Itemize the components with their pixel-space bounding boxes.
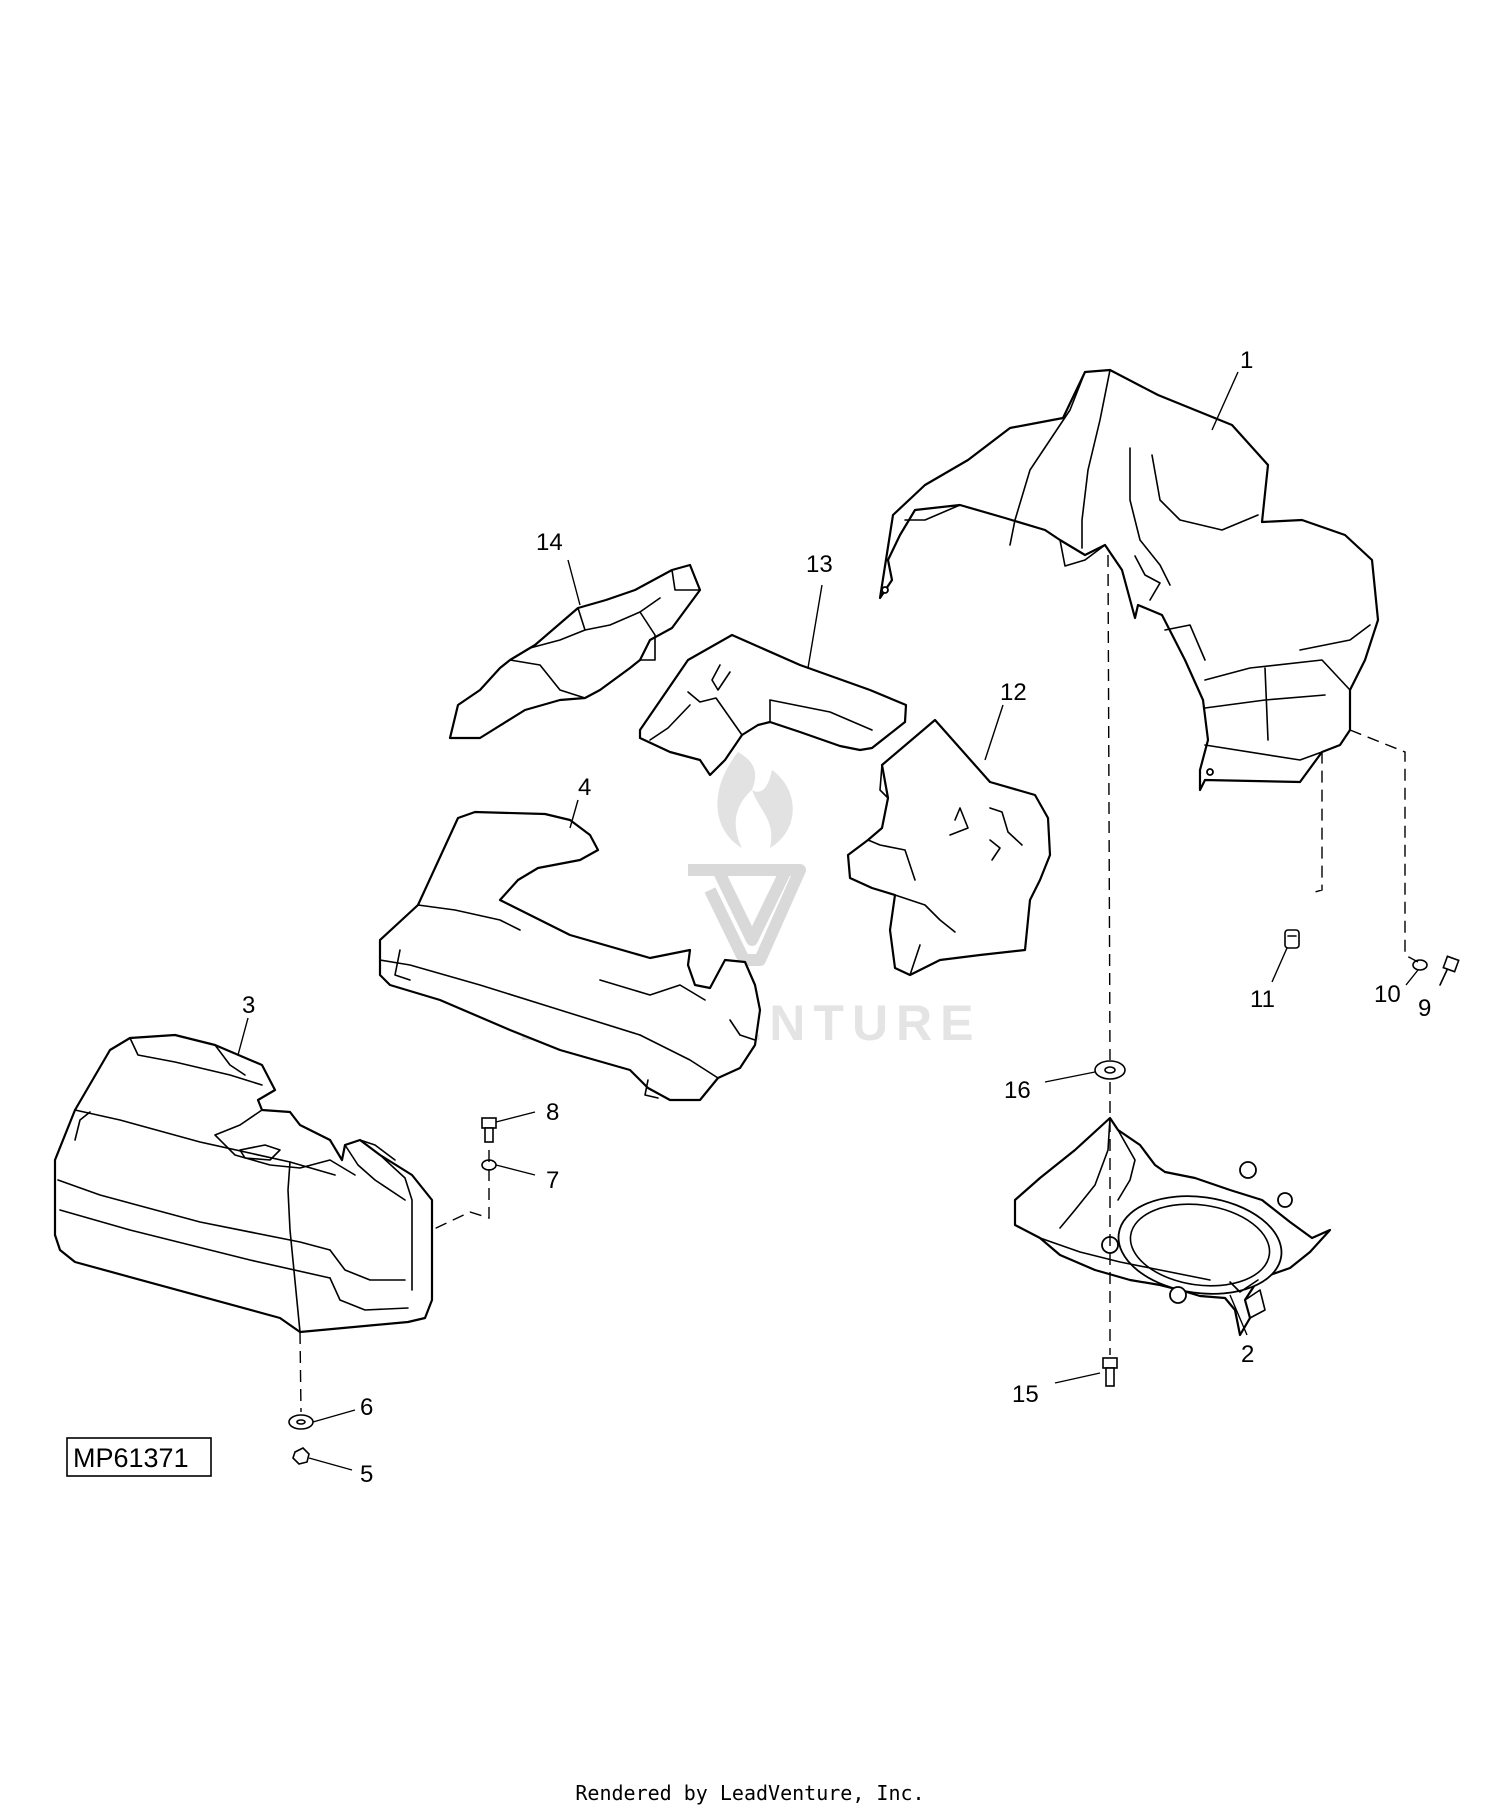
figure-id-text: MP61371	[73, 1443, 189, 1473]
part-6-washer-icon	[288, 1414, 314, 1430]
part-1-shroud	[878, 368, 1380, 792]
footer-credit: Rendered by LeadVenture, Inc.	[575, 1781, 924, 1805]
part-10-washer-icon	[1412, 959, 1428, 971]
watermark-v-icon-inner	[712, 867, 792, 946]
callout-4: 4	[578, 774, 591, 801]
callout-labels: 1 2 3 4 5 6 7 8 9 10 11 12 13 14 15 16	[242, 347, 1431, 1488]
part-16-washer-icon	[1094, 1060, 1126, 1080]
figure-id-label: MP61371	[66, 1437, 212, 1477]
callout-10: 10	[1374, 981, 1401, 1008]
part-4-center-cover	[378, 810, 762, 1102]
callout-6: 6	[360, 1394, 373, 1421]
part-14-deflector	[448, 563, 702, 740]
callout-5: 5	[360, 1461, 373, 1488]
callout-1: 1	[1240, 347, 1253, 374]
callout-8: 8	[546, 1099, 559, 1126]
fasteners	[288, 929, 1460, 1465]
part-11-nut-icon	[1284, 929, 1300, 949]
callout-14: 14	[536, 529, 563, 556]
part-3-front-cover	[53, 1033, 434, 1334]
callout-7: 7	[546, 1167, 559, 1194]
callout-16: 16	[1004, 1077, 1031, 1104]
watermark-v-icon	[688, 864, 806, 966]
callout-2: 2	[1241, 1341, 1254, 1368]
watermark-flame-icon	[717, 752, 793, 848]
part-15-screw-icon	[1102, 1357, 1118, 1387]
part-8-screw-icon	[481, 1117, 497, 1143]
part-2-base-plate	[1013, 1116, 1332, 1337]
part-12-side-panel	[846, 718, 1052, 977]
part-5-nut-icon	[292, 1447, 310, 1465]
callout-3: 3	[242, 992, 255, 1019]
part-13-baffle	[638, 633, 908, 777]
callout-15: 15	[1012, 1381, 1039, 1408]
part-9-screw-icon	[1439, 955, 1460, 986]
alignment-lines	[299, 554, 1419, 1413]
callout-12: 12	[1000, 679, 1027, 706]
callout-9: 9	[1418, 995, 1431, 1022]
leader-lines	[237, 371, 1419, 1471]
callout-13: 13	[806, 551, 833, 578]
callout-11: 11	[1250, 986, 1275, 1013]
